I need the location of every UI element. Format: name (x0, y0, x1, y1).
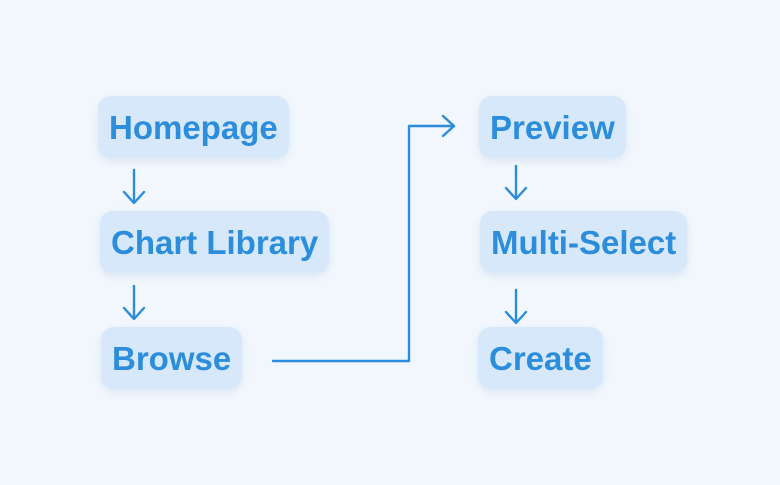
node-multi-select-label: Multi-Select (491, 223, 677, 261)
arrow-preview-to-multi-select (504, 164, 528, 201)
arrow-multi-select-to-create (504, 288, 528, 325)
node-homepage-label: Homepage (109, 108, 278, 146)
node-chart-library-label: Chart Library (111, 223, 319, 261)
node-chart-library: Chart Library (100, 211, 330, 273)
node-preview: Preview (479, 96, 626, 158)
node-preview-label: Preview (490, 108, 615, 146)
node-create: Create (478, 327, 603, 389)
node-browse: Browse (101, 327, 243, 389)
node-create-label: Create (489, 339, 592, 377)
node-browse-label: Browse (112, 339, 232, 377)
node-multi-select: Multi-Select (480, 211, 688, 273)
node-homepage: Homepage (98, 96, 289, 158)
arrow-homepage-to-chart-library (122, 168, 146, 205)
arrow-chart-library-to-browse (122, 284, 146, 321)
